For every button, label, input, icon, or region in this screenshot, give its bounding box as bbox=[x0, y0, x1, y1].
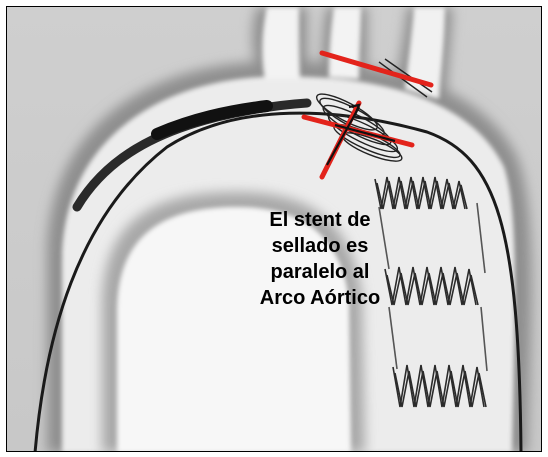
caption-line-2: sellado es bbox=[235, 233, 405, 259]
caption-text: El stent de sellado es paralelo al Arco … bbox=[235, 207, 405, 311]
caption-line-3: paralelo al bbox=[235, 259, 405, 285]
xray-image-frame: El stent de sellado es paralelo al Arco … bbox=[6, 6, 542, 452]
caption-line-1: El stent de bbox=[235, 207, 405, 233]
caption-line-4: Arco Aórtico bbox=[235, 285, 405, 311]
